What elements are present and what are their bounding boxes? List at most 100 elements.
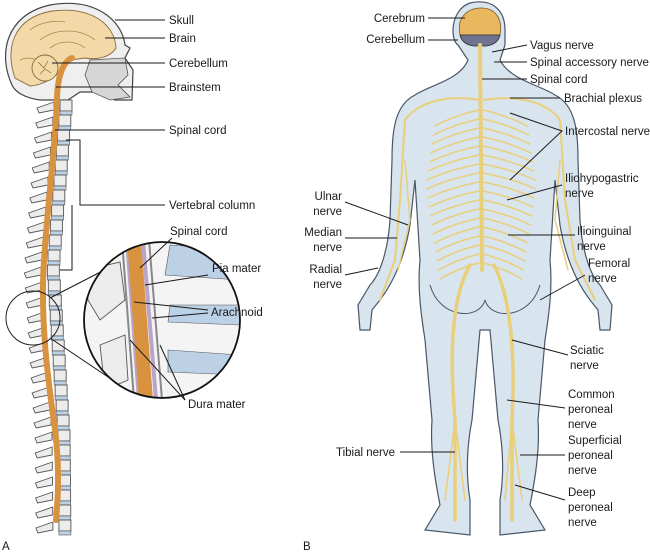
intervertebral-disc (57, 140, 70, 146)
intercostal-nerve (431, 208, 480, 226)
intercostal-nerve (482, 217, 530, 235)
panel-a-leaders (52, 19, 209, 401)
spinous-process (26, 221, 45, 234)
label-spinal-cord-b: Spinal cord (530, 74, 588, 86)
intervertebral-disc (56, 155, 69, 161)
intercostal-nerve (482, 154, 535, 172)
spinous-process (25, 236, 44, 249)
spinous-process (33, 416, 52, 429)
intervertebral-disc (51, 350, 65, 356)
spinous-process (34, 446, 53, 459)
intervertebral-disc (59, 110, 73, 116)
intercostal-nerve (482, 172, 537, 190)
intervertebral-disc (52, 365, 66, 371)
vertebra (58, 114, 72, 127)
intercostal-nerve (482, 226, 529, 244)
intervertebral-disc (58, 515, 72, 521)
spinous-process (28, 206, 47, 219)
spinous-process (34, 476, 53, 489)
intercostal-nerve (426, 163, 480, 181)
spinous-process (35, 506, 54, 519)
intercostal-nerve (482, 163, 536, 181)
panel-a-sagittal-view: Skull Brain Cerebellum Brainstem Spinal … (2, 2, 263, 553)
label-brachial-plexus: Brachial plexus (564, 93, 642, 105)
vertebra (46, 264, 60, 277)
label-spinal-cord-a: Spinal cord (169, 125, 227, 137)
panel-b-leaders (344, 17, 586, 501)
intercostal-nerve (435, 235, 480, 253)
intervertebral-disc (48, 305, 62, 311)
vertebra (56, 414, 70, 427)
label-cerebellum-a: Cerebellum (169, 58, 228, 70)
intervertebral-disc (54, 395, 68, 401)
vertebra (54, 159, 68, 172)
intercostal-nerve (434, 109, 480, 127)
intercostal-nerve (425, 172, 480, 190)
label-spinal-cord-inset: Spinal cord (170, 226, 228, 238)
intervertebral-disc (51, 215, 64, 221)
vertebra (55, 399, 69, 412)
label-vagus-nerve: Vagus nerve (530, 40, 594, 52)
label-brain: Brain (169, 33, 196, 45)
intercostal-nerve (482, 181, 535, 199)
intercostal-nerve (482, 199, 533, 217)
intercostal-nerve (431, 127, 480, 145)
label-intercostal-nerves: Intercostal nerves (565, 126, 650, 138)
vertebra (53, 174, 67, 187)
label-tibial-nerve: Tibial nerve (336, 447, 395, 459)
spinous-process (32, 401, 51, 414)
intercostal-nerve (482, 145, 534, 163)
intercostal-nerve (482, 190, 534, 208)
vertebra (51, 204, 65, 217)
intercostal-nerve (429, 199, 480, 217)
panel-b-letter: B (303, 541, 311, 553)
vertebra (54, 384, 68, 397)
intercostal-nerve (436, 244, 480, 262)
intervertebral-disc (49, 320, 63, 326)
vertebra (53, 369, 67, 382)
intervertebral-disc (50, 230, 63, 236)
spinous-process (29, 191, 48, 204)
nerve-network (379, 43, 596, 522)
intercostal-nerve (428, 190, 480, 208)
intercostal-nerve (437, 253, 480, 271)
intervertebral-disc (57, 440, 71, 446)
label-cerebrum: Cerebrum (374, 13, 425, 25)
intercostal-nerve (482, 208, 531, 226)
vertebra (48, 294, 62, 307)
vertebra (52, 354, 66, 367)
face-bones (84, 57, 131, 101)
intercostal-nerve (482, 253, 525, 271)
label-vertebral-column: Vertebral column (169, 200, 255, 212)
vertebra (57, 129, 71, 142)
cerebellum-a (31, 54, 59, 82)
vertebra (47, 249, 61, 262)
spinous-process (35, 116, 54, 129)
spinous-process (31, 161, 50, 174)
vertebra (48, 234, 62, 247)
spinous-process (34, 431, 53, 444)
intercostal-nerve (427, 154, 480, 172)
intercostal-nerve (482, 262, 523, 280)
intervertebral-disc (54, 170, 68, 176)
intercostal-nerve (428, 145, 480, 163)
cerebrum-b (458, 7, 502, 36)
vertebra (51, 339, 65, 352)
spinous-process (35, 491, 54, 504)
intervertebral-disc (47, 275, 60, 281)
spinal-cord-a (39, 55, 75, 523)
spine-detail-circle (5, 290, 61, 346)
spinous-process (24, 251, 43, 264)
intercostal-nerve (432, 217, 480, 235)
intervertebral-disc (55, 410, 69, 416)
vertebra (58, 519, 72, 532)
